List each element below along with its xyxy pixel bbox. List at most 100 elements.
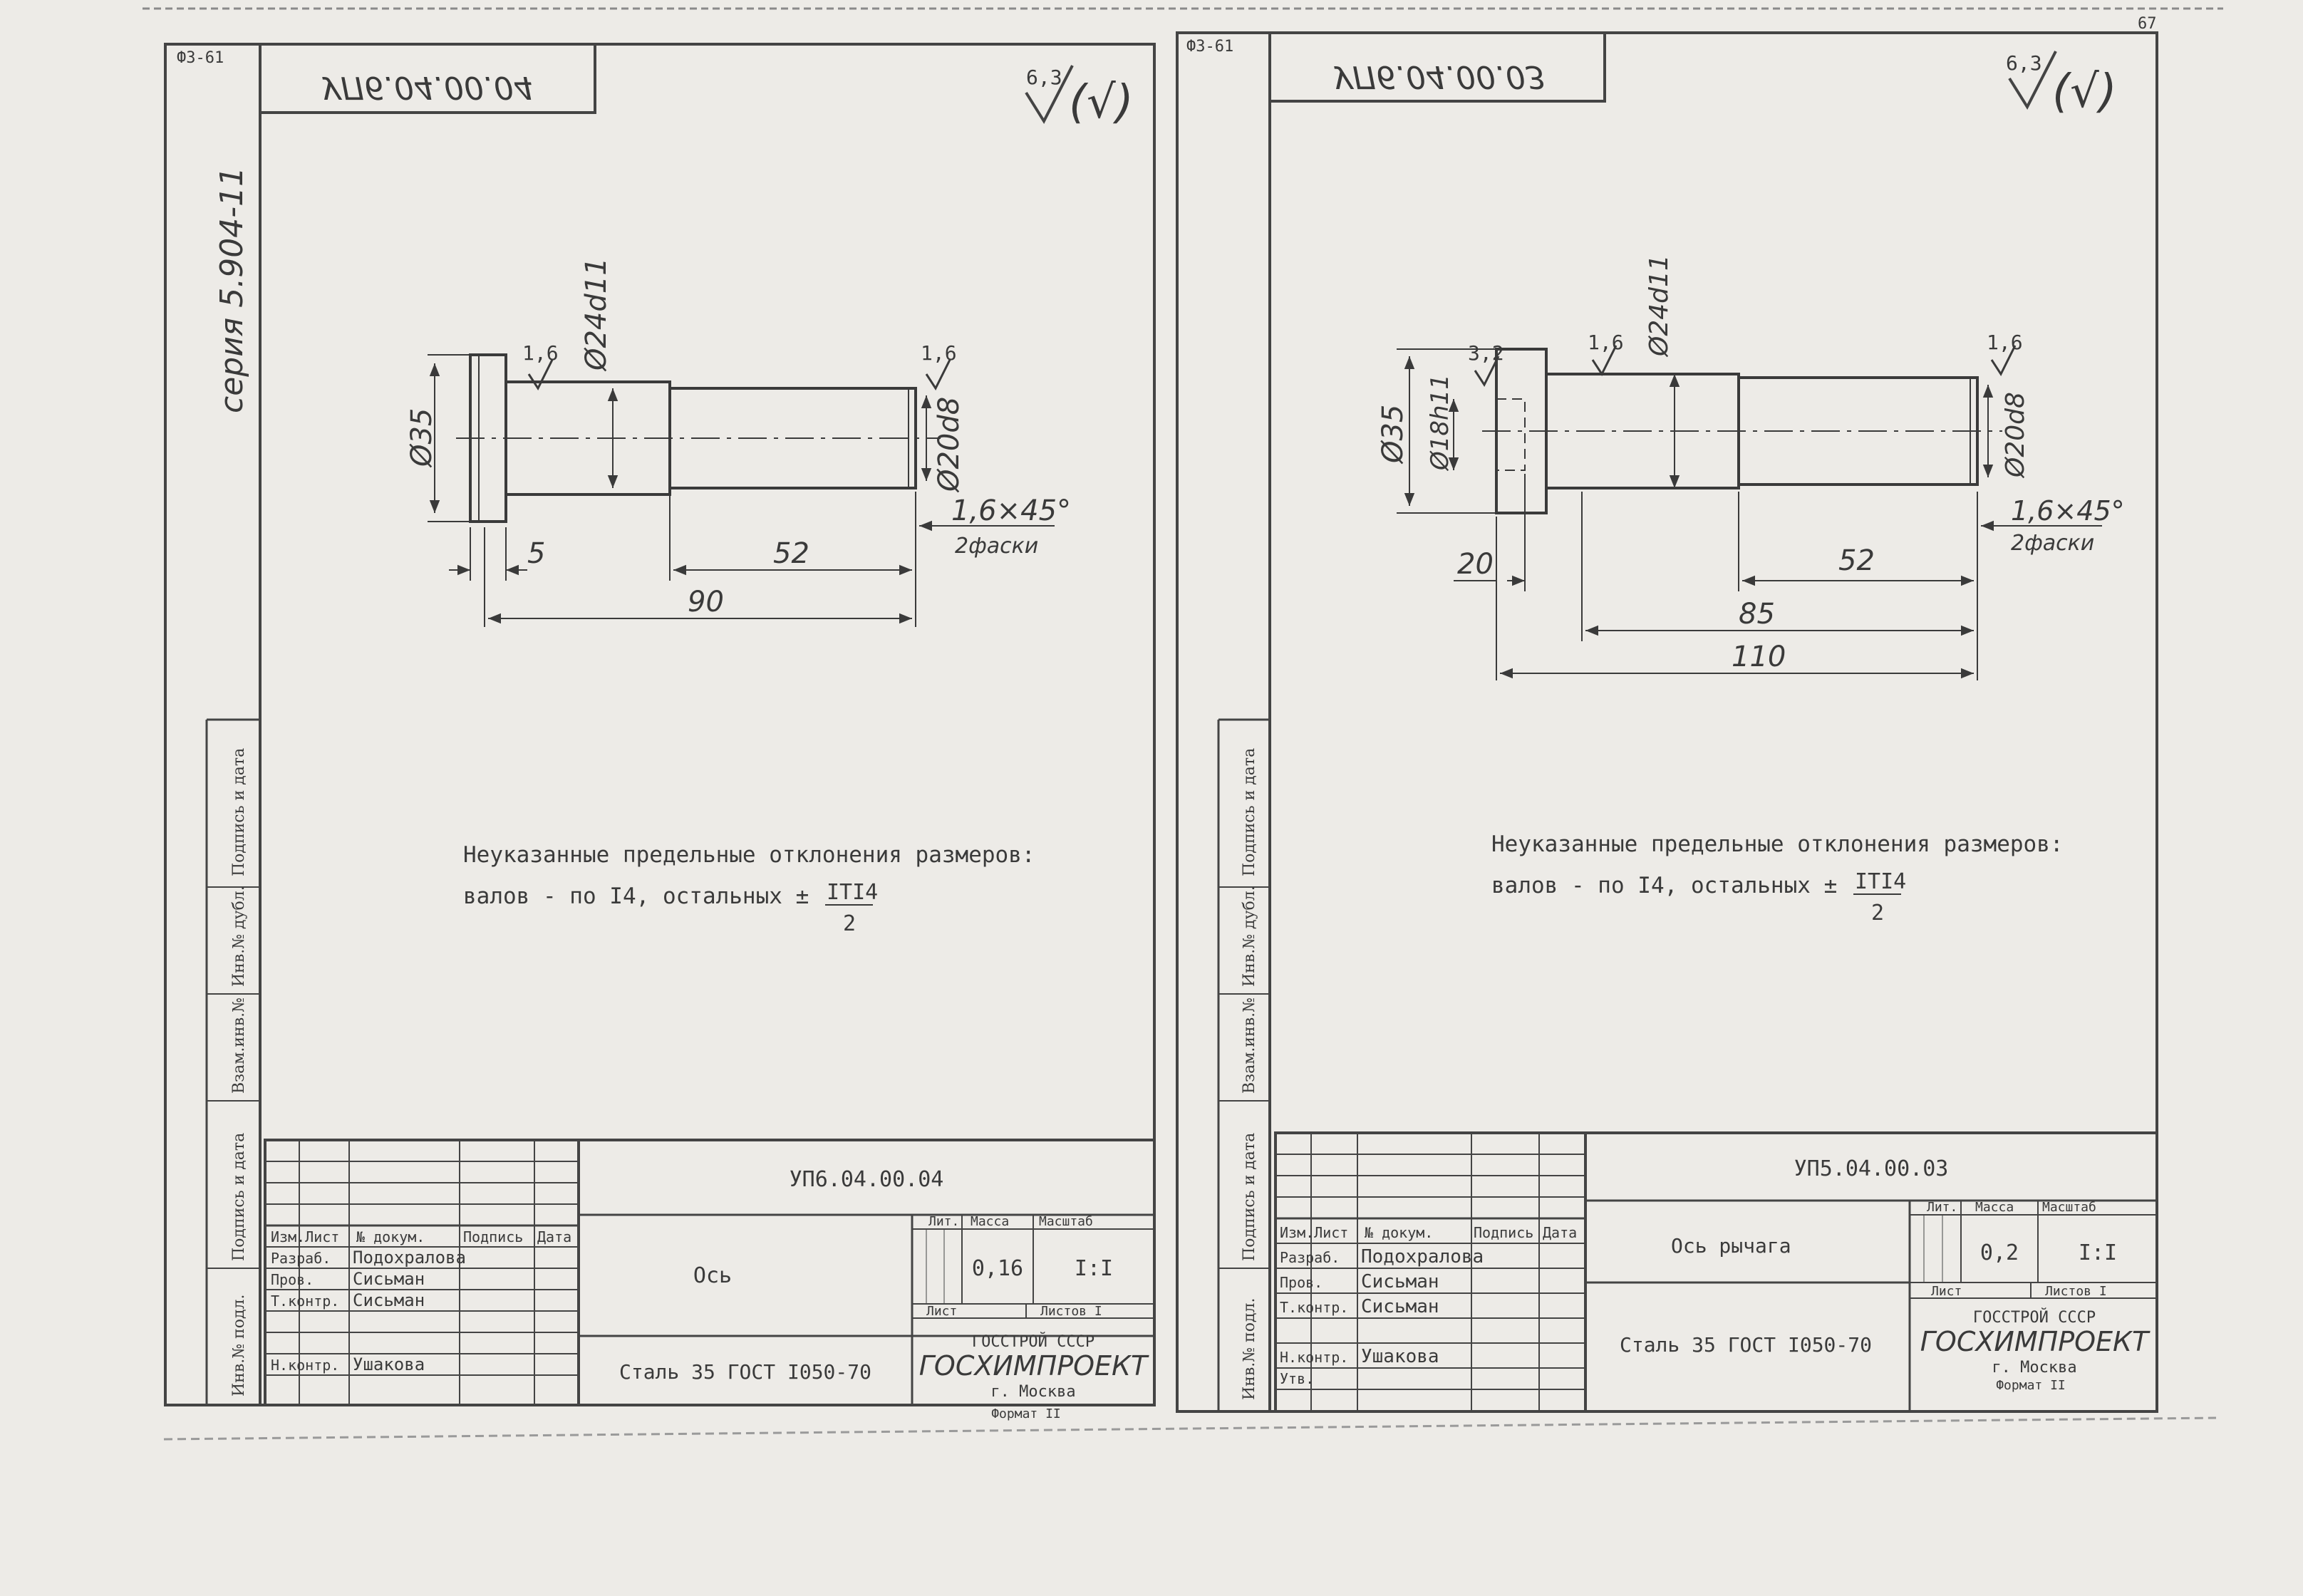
stamp-code-mirrored: УП6.04.00.03 [1333, 58, 1546, 95]
title-block-material: Сталь 35 ГОСТ I050-70 [1620, 1333, 1872, 1357]
svg-text:Инв.№ дубл.: Инв.№ дубл. [230, 886, 248, 987]
svg-text:Сисьман: Сисьман [1361, 1271, 1439, 1292]
svg-text:Лист: Лист [926, 1304, 957, 1319]
note-shafts: валов - по I4, остальных ± [463, 884, 809, 909]
title-block-mass: 0,2 [1980, 1240, 2019, 1265]
svg-text:Подпись: Подпись [463, 1228, 523, 1245]
title-block-mass: 0,16 [972, 1256, 1023, 1281]
svg-text:1,6: 1,6 [921, 341, 957, 365]
svg-text:Инв.№ дубл.: Инв.№ дубл. [1241, 886, 1258, 987]
svg-text:Изм.Лист: Изм.Лист [271, 1228, 339, 1245]
svg-text:Пров.: Пров. [1280, 1274, 1323, 1291]
series-label: серия 5.904-11 [214, 167, 250, 413]
title-block-code: УП6.04.00.04 [790, 1167, 944, 1192]
svg-text:Инв.№ подл.: Инв.№ подл. [1241, 1298, 1258, 1400]
svg-text:Ушакова: Ушакова [1361, 1346, 1439, 1367]
svg-text:Масса: Масса [1975, 1200, 2014, 1215]
svg-text:Подохралова: Подохралова [1361, 1246, 1484, 1268]
side-strip-left: Подпись и дата Инв.№ дубл. Взам.инв.№ По… [205, 718, 260, 1405]
svg-text:Т.контр.: Т.контр. [1280, 1299, 1348, 1316]
svg-text:Инв.№ подл.: Инв.№ подл. [230, 1295, 248, 1396]
svg-text:1,6: 1,6 [522, 341, 559, 365]
note-frac-den: 2 [1871, 901, 1884, 926]
svg-text:ГОССТРОЙ СССР: ГОССТРОЙ СССР [1973, 1308, 2096, 1327]
svg-text:6,3: 6,3 [1026, 66, 1062, 89]
svg-text:Ø18h11: Ø18h11 [1426, 374, 1454, 472]
sheet-right: Ф3-61 УП6.04.00.03 6,3 (√) [1176, 31, 2158, 1413]
shaft-drawing-right [1482, 348, 2002, 514]
svg-text:Подпись и дата: Подпись и дата [230, 748, 248, 876]
svg-text:ГОССТРОЙ СССР: ГОССТРОЙ СССР [972, 1332, 1094, 1351]
svg-text:Лит.: Лит. [928, 1214, 959, 1229]
page-number: 67 [2138, 15, 2157, 33]
org-logo-left: ГОСХИМПРОЕКТ [919, 1350, 1149, 1382]
title-block-part-name: Ось рычага [1671, 1234, 1791, 1258]
svg-text:Взам.инв.№: Взам.инв.№ [230, 998, 248, 1094]
svg-text:85: 85 [1739, 598, 1775, 631]
svg-text:Ø20d8: Ø20d8 [2001, 392, 2030, 479]
note-frac-num: IТI4 [827, 880, 878, 905]
svg-text:Подохралова: Подохралова [353, 1248, 466, 1268]
org-logo-right: ГОСХИМПРОЕКТ [1920, 1326, 2151, 1357]
title-block-part-name: Ось [693, 1263, 732, 1288]
svg-text:Разраб.: Разраб. [271, 1250, 331, 1267]
roughness-general-symbol: 6,3 (√) [2006, 51, 2117, 118]
title-block-scale: I:I [1075, 1256, 1113, 1281]
svg-text:1,6: 1,6 [1987, 331, 2023, 354]
svg-text:№ докум.: № докум. [1365, 1224, 1433, 1241]
note-tolerances: Неуказанные предельные отклонения размер… [1491, 831, 2064, 857]
svg-text:Подпись и дата: Подпись и дата [1241, 1133, 1258, 1261]
title-block-right: Изм.Лист № докум. Подпись Дата Разраб. П… [1274, 1131, 2158, 1413]
svg-text:Н.контр.: Н.контр. [1280, 1349, 1348, 1366]
svg-text:Изм.Лист: Изм.Лист [1280, 1224, 1348, 1241]
note-frac-den: 2 [843, 911, 856, 936]
svg-text:Ø35: Ø35 [1377, 405, 1409, 465]
svg-text:Дата: Дата [1543, 1224, 1577, 1241]
dimension-labels-right: Ø35 Ø18h11 Ø24d11 Ø20d8 3,2 1,6 1,6 20 5… [1377, 254, 2125, 673]
title-block-scale: I:I [2079, 1240, 2117, 1265]
svg-text:Формат II: Формат II [1996, 1378, 2066, 1393]
svg-text:Сисьман: Сисьман [353, 1269, 425, 1289]
svg-text:Н.контр.: Н.контр. [271, 1357, 339, 1374]
sheet-left: Ф3-61 УП6.04.00.04 6,3 (√) серия 5.904-1… [164, 43, 1156, 1421]
svg-text:Лист: Лист [1931, 1284, 1962, 1299]
svg-text:Листов I: Листов I [2045, 1284, 2107, 1299]
dimension-labels-left: Ø35 Ø24d11 Ø20d8 1,6 1,6 5 52 90 1,6×45°… [405, 257, 1071, 618]
svg-text:Пров.: Пров. [271, 1271, 314, 1288]
svg-text:№ докум.: № докум. [356, 1228, 425, 1245]
svg-text:5: 5 [527, 537, 545, 570]
svg-text:20: 20 [1457, 548, 1494, 581]
svg-text:Т.контр.: Т.контр. [271, 1292, 339, 1310]
note-tolerances: Неуказанные предельные отклонения размер… [463, 842, 1035, 868]
svg-text:3,2: 3,2 [1468, 341, 1504, 365]
svg-text:2фаски: 2фаски [955, 534, 1038, 559]
svg-text:1,6×45°: 1,6×45° [2011, 495, 2125, 527]
svg-text:(√): (√) [1069, 76, 1134, 129]
side-strip-right: Подпись и дата Инв.№ дубл. Взам.инв.№ По… [1217, 718, 1270, 1411]
format-mark: Ф3-61 [1186, 38, 1233, 56]
svg-text:2фаски: 2фаски [2011, 531, 2094, 556]
note-shafts: валов - по I4, остальных ± [1491, 873, 1837, 898]
shaft-drawing-left [456, 353, 941, 523]
title-block-material: Сталь 35 ГОСТ I050-70 [619, 1360, 871, 1384]
svg-text:Подпись и дата: Подпись и дата [1241, 748, 1258, 876]
svg-text:1,6×45°: 1,6×45° [951, 494, 1071, 527]
svg-text:Ушакова: Ушакова [353, 1354, 425, 1374]
svg-text:Утв.: Утв. [1280, 1370, 1314, 1387]
svg-text:г. Москва: г. Москва [1992, 1359, 2076, 1377]
svg-text:1,6: 1,6 [1588, 331, 1624, 354]
title-block-left: Изм.Лист № докум. Подпись Дата Разраб. П… [264, 1139, 1156, 1421]
roughness-general-symbol: 6,3 (√) [1025, 65, 1134, 129]
svg-text:Ø24d11: Ø24d11 [1645, 254, 1674, 358]
stamp-code-mirrored: УП6.04.00.04 [321, 69, 534, 105]
svg-text:Формат II: Формат II [991, 1406, 1061, 1421]
svg-text:52: 52 [1838, 544, 1875, 577]
svg-text:Взам.инв.№: Взам.инв.№ [1241, 998, 1258, 1094]
svg-text:Лит.: Лит. [1927, 1200, 1957, 1215]
svg-text:Листов I: Листов I [1040, 1304, 1102, 1319]
svg-text:90: 90 [688, 586, 724, 618]
svg-text:Разраб.: Разраб. [1280, 1249, 1340, 1266]
svg-text:Масштаб: Масштаб [2042, 1200, 2096, 1215]
